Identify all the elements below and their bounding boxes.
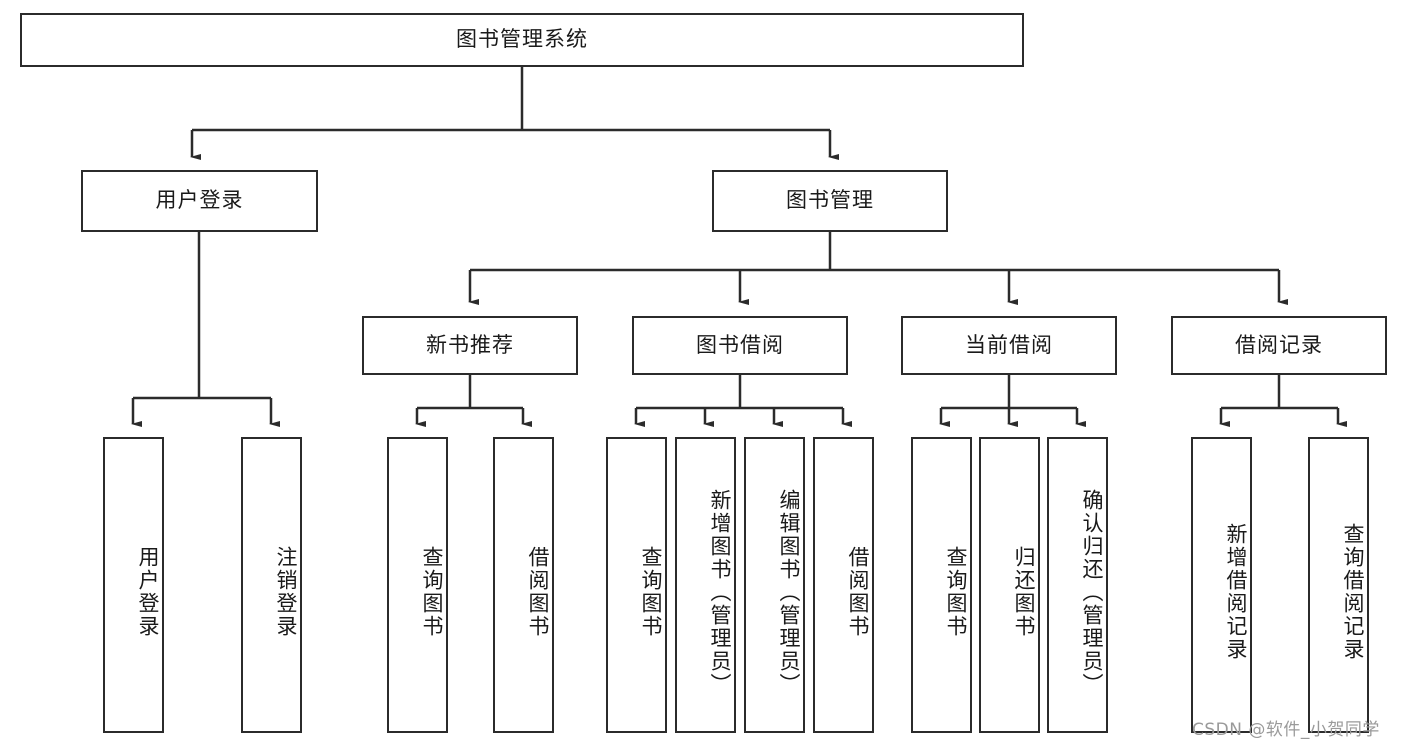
node-leaf-query-book-current[interactable]: 查询图书 — [911, 437, 972, 733]
node-new-book-recommend[interactable]: 新书推荐 — [362, 316, 578, 375]
node-user-login[interactable]: 用户登录 — [81, 170, 318, 232]
node-label: 当前借阅 — [965, 332, 1053, 357]
node-current-borrow[interactable]: 当前借阅 — [901, 316, 1117, 375]
node-borrow-record[interactable]: 借阅记录 — [1171, 316, 1387, 375]
node-leaf-add-book-admin[interactable]: 新增图书（管理员） — [675, 437, 736, 733]
node-leaf-add-borrow-record[interactable]: 新增借阅记录 — [1191, 437, 1252, 733]
node-label: 查询图书 — [639, 546, 663, 638]
node-leaf-query-borrow-record[interactable]: 查询借阅记录 — [1308, 437, 1369, 733]
node-leaf-edit-book-admin[interactable]: 编辑图书（管理员） — [744, 437, 805, 733]
node-leaf-query-book-recommend[interactable]: 查询图书 — [387, 437, 448, 733]
node-label: 借阅图书 — [526, 546, 550, 638]
node-leaf-user-login[interactable]: 用户登录 — [103, 437, 164, 733]
node-label: 确认归还（管理员） — [1080, 488, 1104, 696]
node-label: 借阅图书 — [846, 546, 870, 638]
node-label: 新增图书（管理员） — [708, 488, 732, 696]
node-leaf-borrow-book-recommend[interactable]: 借阅图书 — [493, 437, 554, 733]
node-label: 借阅记录 — [1235, 332, 1323, 357]
node-label: 用户登录 — [155, 188, 244, 213]
node-label: 注销登录 — [274, 546, 298, 638]
node-label: 新书推荐 — [426, 332, 514, 357]
node-book-management[interactable]: 图书管理 — [712, 170, 948, 232]
node-label: 用户登录 — [136, 546, 160, 638]
node-leaf-confirm-return-admin[interactable]: 确认归还（管理员） — [1047, 437, 1108, 733]
node-label: 图书管理 — [786, 188, 874, 213]
node-label: 查询图书 — [944, 546, 968, 638]
node-label: 编辑图书（管理员） — [777, 488, 801, 696]
node-leaf-borrow-book[interactable]: 借阅图书 — [813, 437, 874, 733]
node-leaf-logout-login[interactable]: 注销登录 — [241, 437, 302, 733]
node-label: 查询图书 — [420, 546, 444, 638]
node-label: 新增借阅记录 — [1224, 523, 1248, 661]
node-root-book-management-system[interactable]: 图书管理系统 — [20, 13, 1024, 67]
node-book-borrow[interactable]: 图书借阅 — [632, 316, 848, 375]
node-label: 查询借阅记录 — [1341, 523, 1365, 661]
csdn-watermark: CSDN @软件_小贺同学 — [1192, 720, 1380, 740]
node-label: 图书管理系统 — [456, 27, 588, 52]
node-leaf-return-book[interactable]: 归还图书 — [979, 437, 1040, 733]
node-leaf-query-book-borrow[interactable]: 查询图书 — [606, 437, 667, 733]
node-label: 图书借阅 — [696, 332, 784, 357]
node-label: 归还图书 — [1012, 546, 1036, 638]
